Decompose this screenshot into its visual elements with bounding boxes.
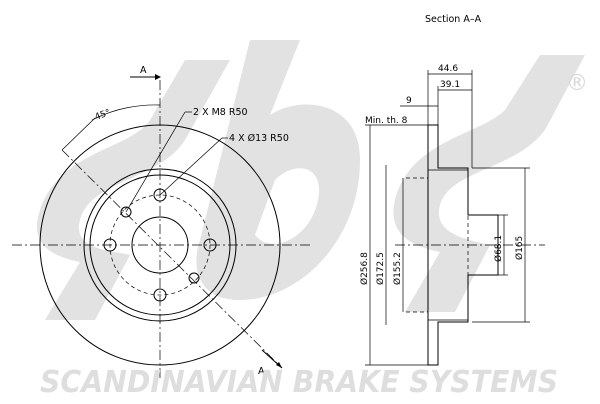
dim-center-bore: Ø68.1	[493, 235, 504, 262]
section-arrow-top-head	[155, 74, 161, 80]
thread-hole-upper-left	[120, 206, 132, 218]
thread-holes-label: 2 X M8 R50	[193, 107, 248, 118]
watermark-registered-mark: ®	[566, 71, 588, 96]
hat-outer-circle	[83, 168, 237, 322]
section-marker-bottom: A	[258, 366, 265, 377]
section-view: Section A–A 44.6 39.1 9 Min. th. 8 Ø256.…	[359, 14, 545, 366]
center-bore	[131, 216, 189, 274]
watermark-letter-b	[196, 40, 360, 300]
dim-inner-face-diameter: Ø155.2	[392, 252, 403, 285]
dim-min-thickness: Min. th. 8	[365, 116, 408, 126]
disc-outer-edge	[39, 124, 281, 366]
bolt-hole-left	[103, 238, 117, 252]
section-line-a-a	[61, 149, 283, 369]
watermark-letter-s1	[36, 60, 230, 320]
dim-thickness: 9	[406, 96, 412, 106]
bolt-hole-top	[153, 188, 167, 202]
dim-hub-depth: 39.1	[440, 80, 460, 90]
watermark-letter-s2	[393, 55, 585, 312]
angle-extension	[61, 117, 96, 151]
section-title: Section A–A	[425, 14, 482, 25]
watermark-logo: ®	[36, 40, 588, 320]
thread-hole-leader	[125, 111, 186, 213]
angle-label: 45°	[94, 108, 112, 123]
dim-overall-width: 44.6	[438, 64, 458, 74]
bolt-hole-leader	[159, 137, 223, 196]
dim-hat-diameter: Ø165	[514, 236, 525, 260]
angle-arc	[91, 104, 161, 121]
bolt-hole-right	[203, 238, 217, 252]
dim-friction-inner-diameter: Ø172.5	[375, 252, 386, 285]
thread-hole-lower-right	[188, 272, 200, 284]
section-arrow-bottom-head	[276, 362, 282, 368]
bolt-circle	[109, 194, 211, 296]
section-marker-top: A	[140, 65, 147, 76]
hat-inner-circle	[89, 174, 231, 316]
dim-outer-diameter: Ø256.8	[359, 252, 370, 285]
bolt-holes-label: 4 X Ø13 R50	[229, 133, 289, 144]
watermark-company-name: SCANDINAVIAN BRAKE SYSTEMS	[40, 365, 558, 400]
bolt-hole-bottom	[153, 288, 167, 302]
